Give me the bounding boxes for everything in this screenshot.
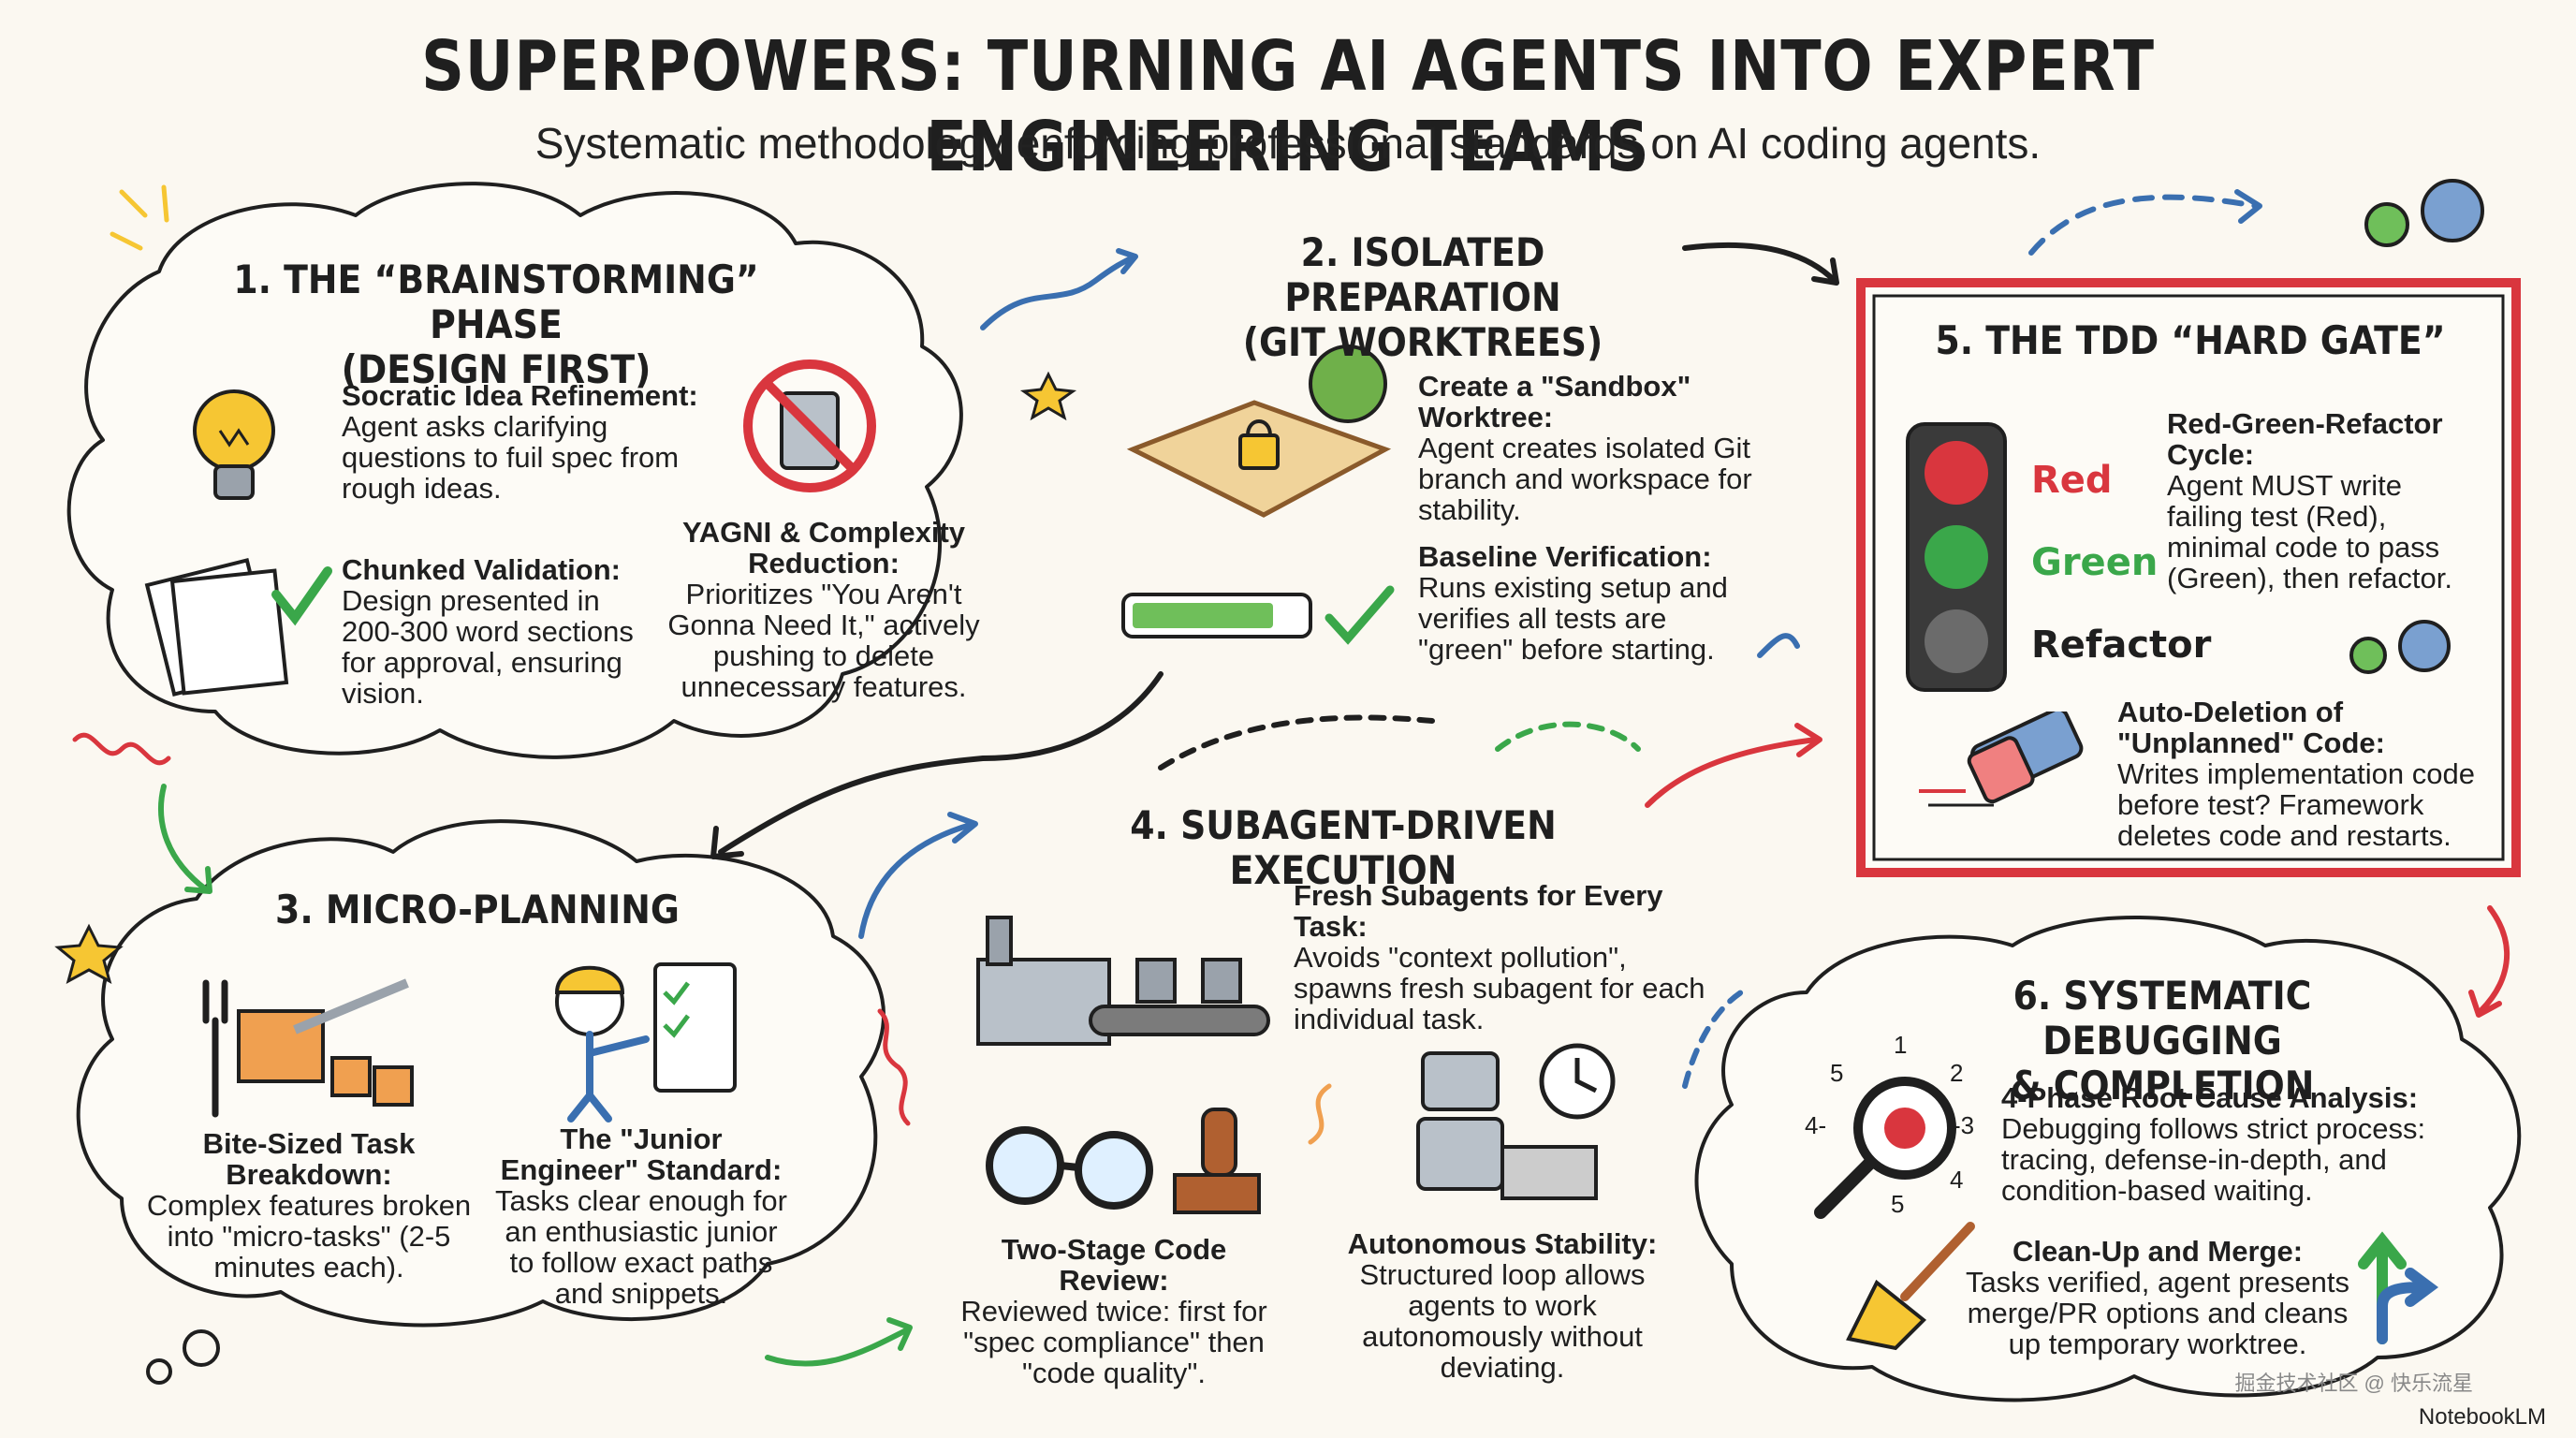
gears-icon bbox=[2349, 620, 2451, 674]
bite-sized-breakdown: Bite-Sized Task Breakdown: Complex featu… bbox=[146, 1127, 472, 1284]
arrow-4-to-5 bbox=[1645, 737, 1819, 808]
star-left bbox=[54, 923, 124, 985]
junior-engineer-standard: The "Junior Engineer" Standard: Tasks cl… bbox=[495, 1123, 787, 1310]
root-cause-analysis: 4-Phase Root Cause Analysis: Debugging f… bbox=[2001, 1081, 2426, 1207]
locked-sandbox-icon bbox=[1126, 345, 1392, 518]
progress-check-icon bbox=[1121, 585, 1395, 645]
documents-hand-icon bbox=[144, 558, 332, 697]
page-title: SUPERPOWERS: TURNING AI AGENTS INTO EXPE… bbox=[421, 26, 2155, 187]
traffic-light-red-label: Red bbox=[2031, 459, 2113, 502]
magnifier-bug-icon bbox=[1814, 1077, 1956, 1219]
gears-top-icon bbox=[2364, 179, 2484, 247]
red-green-refactor-cycle: Red-Green-Refactor Cycle: Agent MUST wri… bbox=[2167, 407, 2452, 594]
junior-engineer-icon bbox=[554, 962, 737, 1123]
arrow-1-to-2 bbox=[980, 255, 1135, 330]
autonomous-stability: Autonomous Stability: Structured loop al… bbox=[1347, 1227, 1658, 1384]
socratic-refinement: Socratic Idea Refinement: Agent asks cla… bbox=[342, 379, 698, 505]
two-stage-review: Two-Stage Code Review: Reviewed twice: f… bbox=[960, 1233, 1267, 1389]
section-4-title: 4. SUBAGENT-DRIVEN EXECUTION bbox=[1130, 802, 1557, 893]
fork-knife-cheese-icon bbox=[202, 978, 414, 1118]
sandbox-worktree: Create a "Sandbox" Worktree: Agent creat… bbox=[1418, 370, 1752, 526]
arrow-5-to-6 bbox=[2478, 905, 2510, 1014]
eraser-icon bbox=[1919, 712, 2084, 807]
crossed-trash-icon bbox=[743, 360, 876, 492]
arrow-2-to-3 bbox=[718, 671, 1164, 855]
lightbulb-icon bbox=[193, 389, 275, 500]
watermark-text: 掘金技术社区 @ 快乐流星 bbox=[2234, 1372, 2473, 1395]
glasses-stamp-icon bbox=[986, 1108, 1261, 1214]
arrow-2-to-5 bbox=[1682, 242, 1837, 284]
section-3-title: 3. MICRO-PLANNING bbox=[275, 887, 680, 932]
traffic-light-refactor-label: Refactor bbox=[2031, 624, 2212, 667]
page-subtitle: Systematic methodology enforcing profess… bbox=[534, 119, 2042, 168]
section-6-title: 6. SYSTEMATIC DEBUGGING & COMPLETION bbox=[2010, 973, 2315, 1108]
star-mid bbox=[1019, 371, 1077, 421]
cloud-section-3 bbox=[76, 819, 886, 1328]
cloud-section-6 bbox=[1694, 916, 2522, 1402]
robot-laptop-icon bbox=[1416, 1043, 1616, 1200]
traffic-light-green-label: Green bbox=[2031, 541, 2159, 584]
cleanup-and-merge: Clean-Up and Merge: Tasks verified, agen… bbox=[1965, 1235, 2350, 1360]
traffic-light-icon bbox=[1906, 422, 2007, 692]
arrow-3-to-4 bbox=[858, 821, 976, 939]
chunked-validation: Chunked Validation: Design presented in … bbox=[342, 553, 634, 710]
arrow-1-to-3 bbox=[158, 784, 209, 892]
section-5-title: 5. THE TDD “HARD GATE” bbox=[1935, 317, 2446, 363]
section-2-title: 2. ISOLATED PREPARATION (GIT WORKTREES) bbox=[1242, 229, 1603, 365]
merge-arrow-icon bbox=[2358, 1231, 2438, 1344]
factory-robots-icon bbox=[976, 916, 1270, 1046]
broom-icon bbox=[1846, 1222, 1975, 1351]
notebooklm-brand: NotebookLM bbox=[2418, 1404, 2546, 1430]
baseline-verification: Baseline Verification: Runs existing set… bbox=[1418, 540, 1728, 666]
section-1-title: 1. THE “BRAINSTORMING” PHASE (DESIGN FIR… bbox=[233, 257, 759, 392]
yagni-reduction: YAGNI & Complexity Reduction: Prioritize… bbox=[667, 516, 980, 703]
auto-deletion-unplanned: Auto-Deletion of "Unplanned" Code: Write… bbox=[2117, 696, 2475, 852]
arrow-3-to-4b bbox=[765, 1327, 911, 1367]
fresh-subagents: Fresh Subagents for Every Task: Avoids "… bbox=[1294, 879, 1705, 1035]
